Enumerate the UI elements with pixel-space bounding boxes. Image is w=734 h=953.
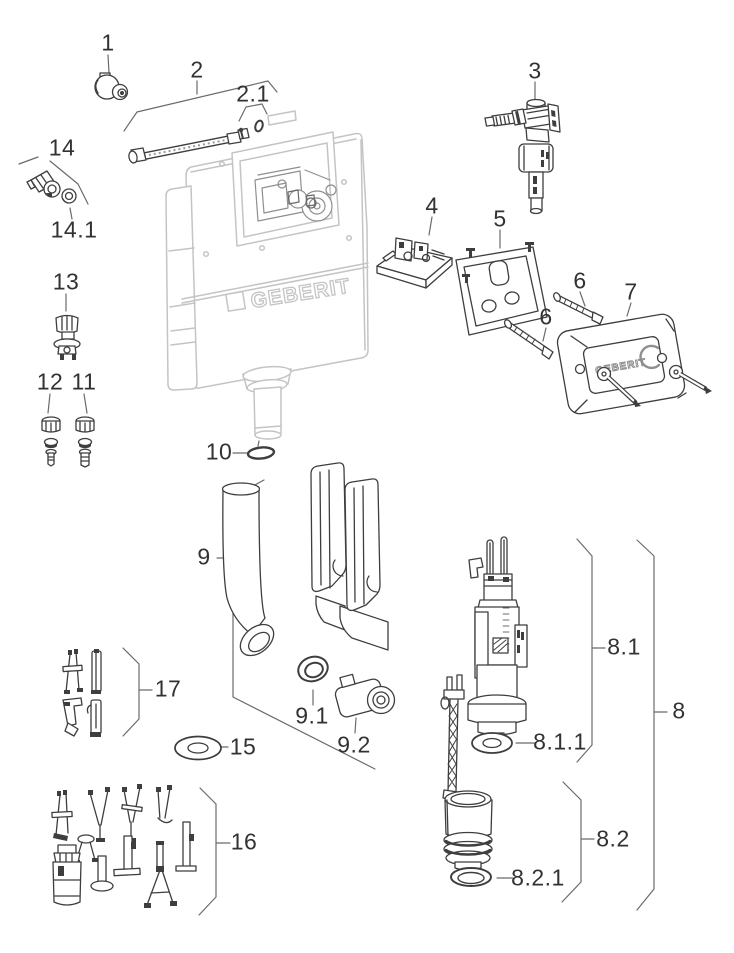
callout-lines xyxy=(18,54,668,916)
tank-outlet-pipe xyxy=(242,365,292,440)
part-14-1-nut xyxy=(61,188,77,204)
part-2-1-seals xyxy=(238,119,264,133)
part-11-screw-set xyxy=(75,416,95,468)
callout-9-2: 9.2 xyxy=(337,731,371,758)
part-8-1-flush-valve xyxy=(440,536,528,801)
callout-17: 17 xyxy=(154,675,182,702)
callout-14-1: 14.1 xyxy=(50,216,98,243)
callout-7: 7 xyxy=(624,278,638,305)
part-9-2-connector xyxy=(334,673,396,718)
callout-1: 1 xyxy=(101,29,115,56)
part-14-fitting xyxy=(26,170,61,198)
frame-screw-left xyxy=(596,366,641,407)
callout-3: 3 xyxy=(528,57,542,84)
frame-screw-right xyxy=(668,364,712,394)
callout-9: 9 xyxy=(197,543,211,570)
callout-5: 5 xyxy=(493,205,507,232)
part-4-mounting-bracket xyxy=(376,237,453,289)
callout-6b: 6 xyxy=(539,303,553,330)
callout-4: 4 xyxy=(425,192,439,219)
callout-12: 12 xyxy=(36,368,64,395)
callout-16: 16 xyxy=(230,828,258,855)
part-9-1-oring xyxy=(297,655,329,683)
cistern-tank: GEBERIT xyxy=(165,110,369,440)
part-9-flush-bend xyxy=(221,462,389,657)
part-6-rod-lower xyxy=(503,319,554,360)
callout-13: 13 xyxy=(52,268,80,295)
callout-2: 2 xyxy=(190,56,204,83)
callout-8-1-1: 8.1.1 xyxy=(533,728,587,755)
part-17-clip-set xyxy=(62,649,102,737)
part-8-2-1-seal xyxy=(450,867,492,887)
part-6-rod-upper xyxy=(553,292,604,325)
tank-mechanism xyxy=(254,166,337,222)
part-5-protection-plate xyxy=(455,242,548,336)
callout-9-1: 9.1 xyxy=(295,702,329,729)
callout-8-2: 8.2 xyxy=(596,825,630,852)
part-8-1-1-washer xyxy=(471,732,513,754)
part-13-connector xyxy=(53,314,81,360)
callout-8: 8 xyxy=(672,697,686,724)
part-12-screw-set xyxy=(41,416,61,467)
callout-10: 10 xyxy=(205,438,233,465)
part-8-2-valve-basket xyxy=(443,790,493,871)
part-15-washer xyxy=(174,735,222,761)
callout-14: 14 xyxy=(48,134,76,161)
part-7-protection-frame: GEBERIT xyxy=(556,313,712,415)
part-3-fill-valve xyxy=(484,98,561,215)
callout-6a: 6 xyxy=(573,267,587,294)
callout-2-1: 2.1 xyxy=(236,80,270,107)
callout-11: 11 xyxy=(71,368,97,395)
callout-8-2-1: 8.2.1 xyxy=(511,864,565,891)
part-1-angle-valve xyxy=(94,72,129,101)
part-16-lever-set xyxy=(51,784,197,908)
part-2-supply-hose xyxy=(128,127,250,164)
part-10-gasket xyxy=(246,446,276,460)
callout-15: 15 xyxy=(229,733,257,760)
callout-8-1: 8.1 xyxy=(607,633,641,660)
